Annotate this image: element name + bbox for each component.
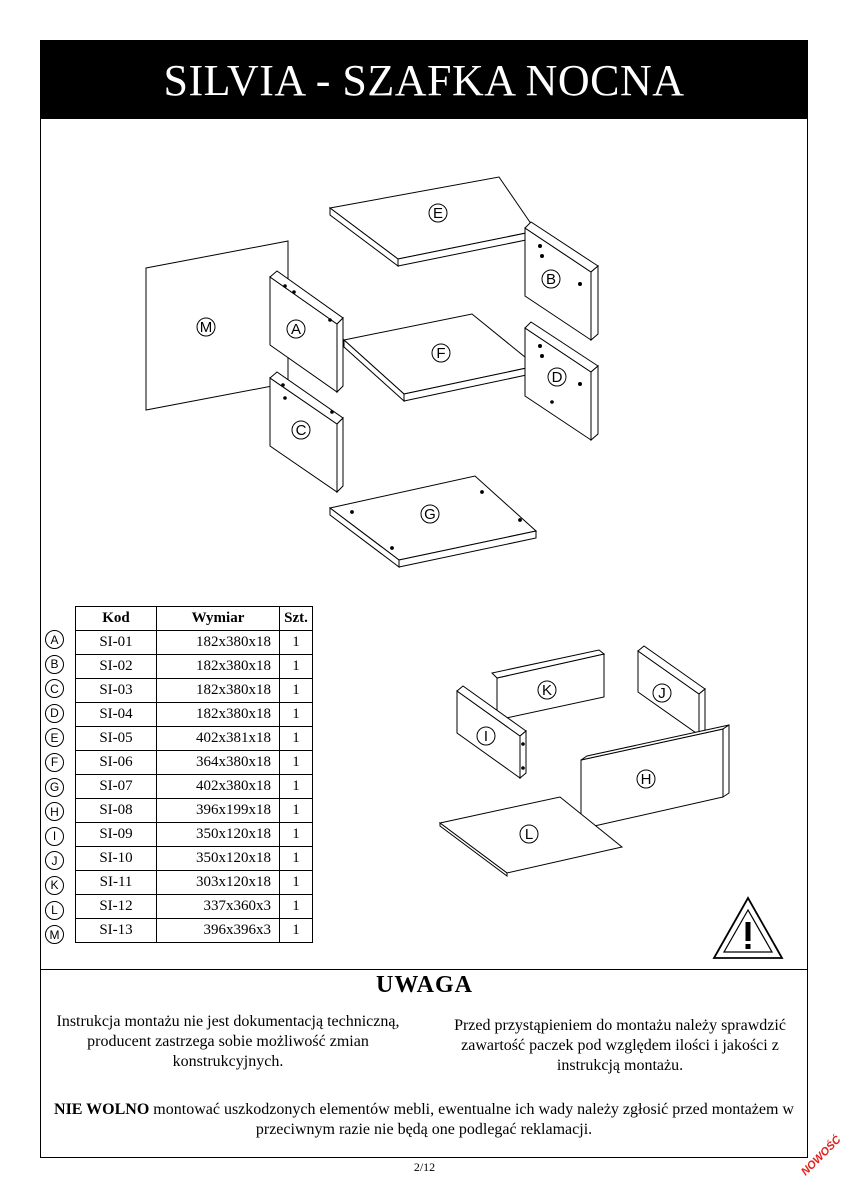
- panel-d: D: [524, 321, 599, 442]
- page-title: SILVIA - SZAFKA NOCNA: [41, 41, 807, 119]
- panel-g: G: [328, 475, 538, 569]
- marker-d: D: [45, 703, 64, 723]
- svg-text:K: K: [542, 682, 552, 699]
- panel-f: F: [342, 313, 538, 403]
- marker-h: H: [45, 802, 64, 822]
- notice-divider: [41, 969, 807, 970]
- svg-text:I: I: [484, 728, 488, 745]
- panel-b: B: [524, 221, 599, 342]
- header-quantity: Szt.: [279, 606, 313, 631]
- notice-bottom-body: montować uszkodzonych elementów mebli, e…: [149, 1101, 794, 1138]
- marker-f: F: [45, 752, 64, 772]
- marker-e: E: [45, 728, 64, 748]
- marker-i: I: [45, 826, 64, 846]
- svg-text:H: H: [641, 771, 652, 788]
- notice-bottom-bold: NIE WOLNO: [54, 1101, 150, 1118]
- marker-j: J: [45, 851, 64, 871]
- svg-text:L: L: [525, 826, 533, 843]
- panel-e: E: [328, 176, 537, 267]
- page-frame: SILVIA - SZAFKA NOCNA: [40, 40, 808, 1158]
- svg-text:C: C: [296, 422, 307, 439]
- header-dimension: Wymiar: [156, 606, 280, 631]
- marker-k: K: [45, 875, 64, 895]
- notice-title: UWAGA: [375, 972, 473, 998]
- panel-k: K: [490, 649, 606, 721]
- panel-m: M: [145, 240, 289, 411]
- panel-h: H: [580, 724, 730, 830]
- panel-i: I: [456, 685, 527, 780]
- notice-right-text: Przed przystąpieniem do montażu należy s…: [454, 1017, 786, 1074]
- svg-text:D: D: [552, 369, 563, 386]
- svg-text:G: G: [424, 506, 436, 523]
- parts-table-header: Kod Wymiar Szt.: [75, 606, 313, 631]
- svg-text:A: A: [291, 321, 301, 338]
- marker-b: B: [45, 654, 64, 674]
- panel-j: J: [637, 645, 706, 737]
- panel-a: A: [269, 270, 344, 394]
- notice-left-text: Instrukcja montażu nie jest dokumentacją…: [56, 1013, 400, 1070]
- page-number: 2/12: [413, 1160, 436, 1174]
- marker-a: A: [45, 630, 64, 649]
- notice-bottom-text: NIE WOLNO montować uszkodzonych elementó…: [44, 1100, 804, 1140]
- panel-l: L: [438, 796, 624, 877]
- header-code: Kod: [75, 606, 157, 631]
- part-letter-markers: A B C D E F G H I J K L M: [45, 630, 64, 950]
- svg-text:E: E: [433, 205, 443, 222]
- panel-m-label: M: [200, 319, 213, 336]
- svg-text:J: J: [658, 685, 666, 702]
- svg-text:F: F: [436, 345, 445, 362]
- marker-l: L: [45, 900, 64, 920]
- marker-g: G: [45, 777, 64, 797]
- marker-m: M: [45, 925, 64, 945]
- panel-c: C: [269, 371, 344, 494]
- svg-text:B: B: [546, 271, 556, 288]
- marker-c: C: [45, 679, 64, 699]
- warning-triangle-icon: [712, 896, 784, 959]
